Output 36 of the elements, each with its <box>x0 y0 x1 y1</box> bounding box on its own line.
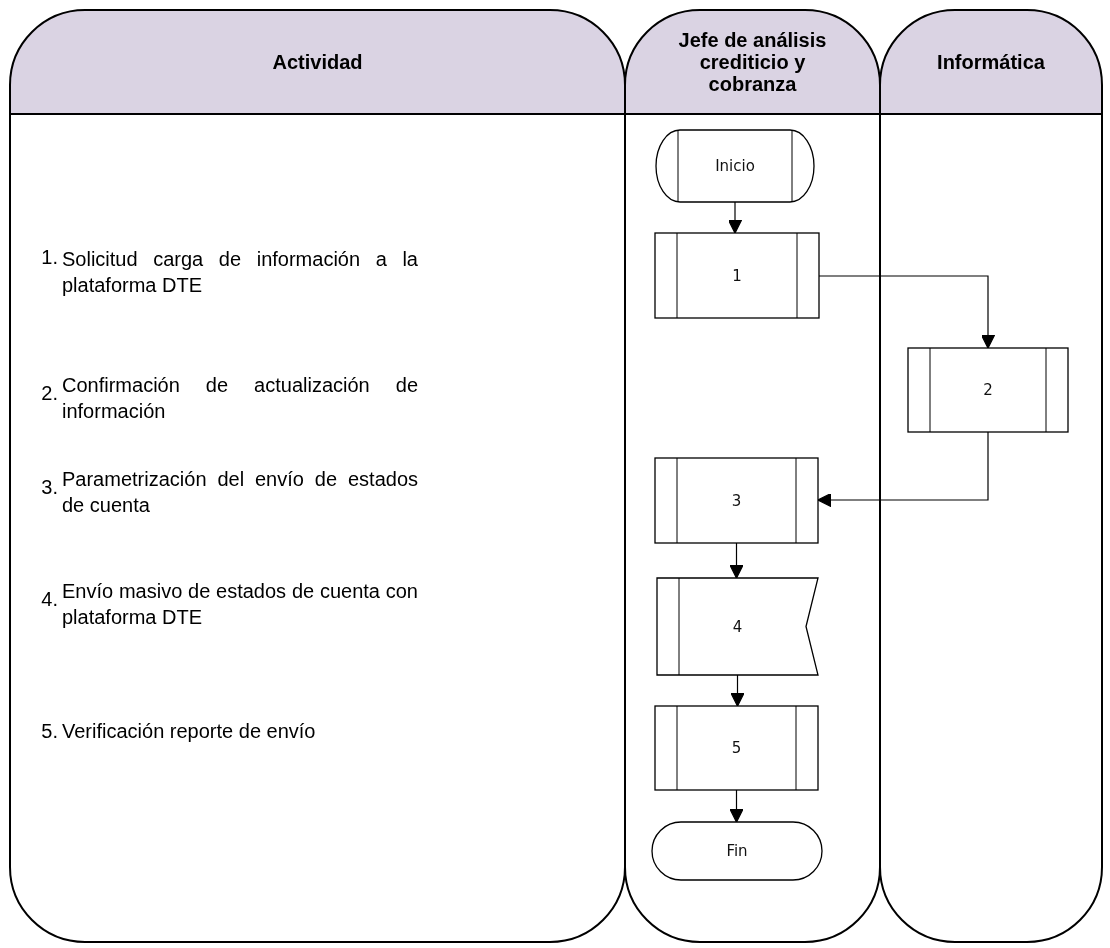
activity-description: Verificación reporte de envío <box>62 719 317 744</box>
arrow <box>727 201 743 234</box>
start-terminator <box>656 130 814 202</box>
activity-description: Parametrización del envío de estados de cuenta <box>62 467 418 518</box>
step-number: 1. <box>40 245 58 270</box>
arrow <box>729 789 744 823</box>
shape-label: 5 <box>731 739 742 757</box>
shape-label: 2 <box>983 381 993 399</box>
process-box <box>655 233 819 318</box>
swimlane <box>625 10 880 942</box>
arrow <box>730 674 745 707</box>
arrow <box>817 431 989 508</box>
lane-header: Jefe de análisis crediticio y cobranza <box>677 29 828 95</box>
activity-description: Solicitud carga de información a la plataforma DTE <box>62 247 418 298</box>
end-terminator <box>652 822 822 880</box>
lane-header: Actividad <box>272 51 363 73</box>
swimlane <box>880 10 1102 942</box>
shape-label: 4 <box>732 617 743 636</box>
shape-label: 3 <box>731 491 742 510</box>
process-box <box>655 706 818 790</box>
shape-label: 1 <box>732 266 742 285</box>
process-box <box>908 348 1068 432</box>
shape-label: Inicio <box>715 157 755 175</box>
send-process-shape <box>657 578 818 675</box>
lane-header: Informática <box>937 51 1045 73</box>
process-box <box>655 458 818 543</box>
step-number: 4. <box>40 587 58 612</box>
step-number: 2. <box>40 381 58 406</box>
activity-description: Confirmación de actualización de información <box>62 373 418 424</box>
step-number: 5. <box>40 719 58 744</box>
arrow <box>818 275 996 349</box>
swimlane <box>10 10 625 942</box>
activity-description: Envío masivo de estados de cuenta con plataforma DTE <box>62 579 418 630</box>
step-number: 3. <box>40 475 58 500</box>
arrow <box>729 542 744 579</box>
shape-label: Fin <box>726 842 748 860</box>
